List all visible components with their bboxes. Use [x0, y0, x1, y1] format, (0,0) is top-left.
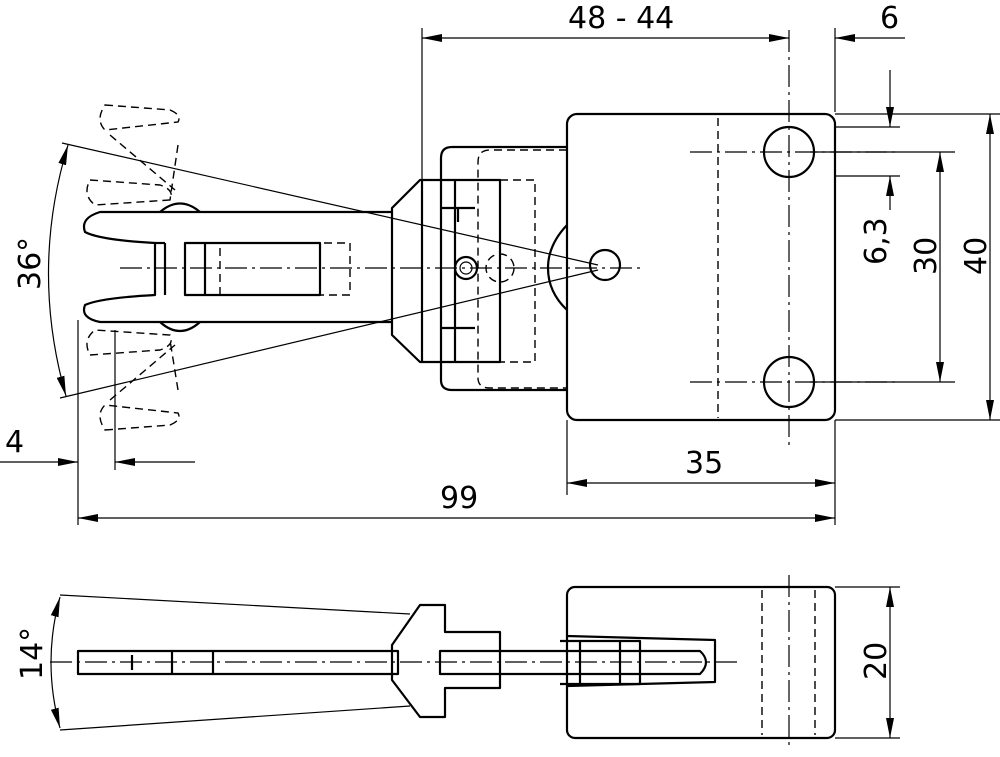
side-view: 14° 20	[15, 575, 900, 745]
dim-hole-spacing: 30	[909, 237, 944, 275]
side-handle	[390, 603, 502, 719]
base-block	[565, 112, 837, 422]
handle-head	[390, 178, 502, 364]
top-view: 36° 48 - 44 6 6,3 30 40 4 35 99	[0, 1, 1000, 525]
dim-height-40: 40	[959, 237, 994, 275]
dim-offset-6: 6	[880, 1, 899, 36]
bracket	[439, 145, 567, 392]
dim-angle-14: 14°	[15, 627, 50, 680]
ghost-jaw-positions	[86, 104, 180, 431]
dim-height-20: 20	[859, 642, 894, 680]
pivot-hole	[588, 248, 622, 282]
clamp-arm	[82, 210, 392, 324]
dim-hole-offset: 6,3	[859, 217, 894, 265]
dim-base-35: 35	[685, 446, 723, 481]
dim-stroke: 48 - 44	[568, 1, 674, 36]
dim-angle-36: 36°	[13, 237, 48, 290]
dim-total-99: 99	[440, 481, 478, 516]
dim-jaw-4: 4	[5, 425, 24, 460]
